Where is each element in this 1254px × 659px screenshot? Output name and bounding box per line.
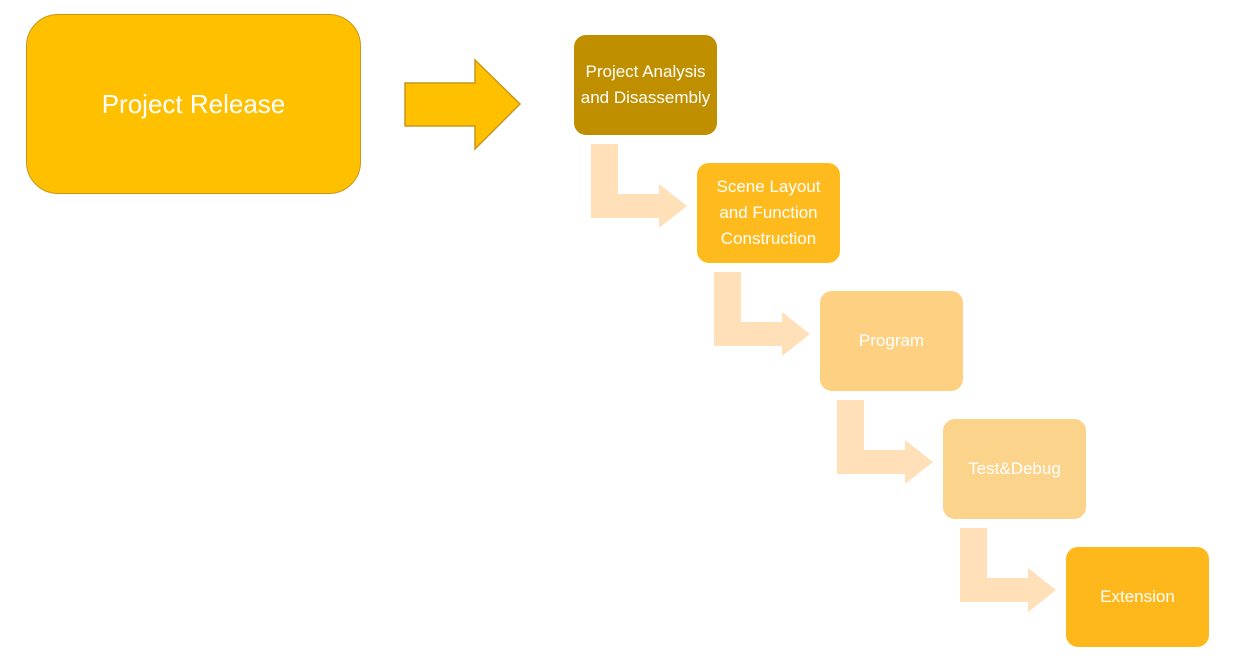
step-label: Program <box>858 331 925 350</box>
project-release-label: Project Release <box>101 88 286 119</box>
step-extension: Extension <box>1066 547 1209 647</box>
connector-arrow-2 <box>714 272 810 356</box>
connector-arrow-4 <box>960 528 1056 612</box>
project-release-box: Project Release <box>26 14 361 194</box>
step-label: Extension <box>1100 587 1175 606</box>
step-label: Project Analysis and Disassembly <box>580 62 711 107</box>
step-scene-layout: Scene Layout and Function Construction <box>697 163 840 263</box>
step-test-debug: Test&Debug <box>943 419 1086 519</box>
connector-arrow-1 <box>591 144 687 228</box>
step-program: Program <box>820 291 963 391</box>
release-arrow <box>404 58 522 151</box>
step-project-analysis: Project Analysis and Disassembly <box>574 35 717 135</box>
step-label: Test&Debug <box>968 459 1061 478</box>
step-label: Scene Layout and Function Construction <box>716 177 821 248</box>
connector-arrow-3 <box>837 400 933 484</box>
